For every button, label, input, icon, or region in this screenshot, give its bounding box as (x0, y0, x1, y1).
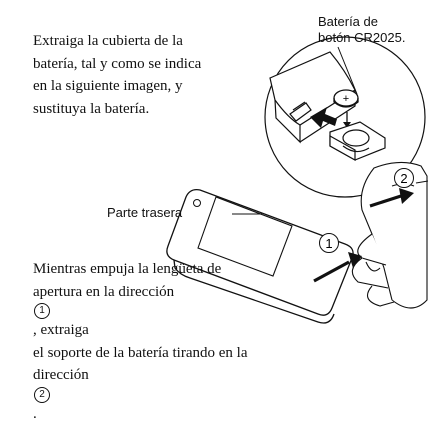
battery-callout-line (337, 46, 358, 95)
step2-marker: 2 (394, 168, 414, 188)
back-label: Parte trasera (107, 205, 183, 220)
inline-step1-marker: 1 (34, 303, 50, 319)
instructions-bottom-line-2: apertura en la dirección 1 , extraiga (33, 281, 303, 342)
battery-label-line-2: botón CR2025. (318, 30, 406, 45)
line2-text-a: apertura en la dirección (33, 283, 175, 300)
battery-down-arrow-head (343, 122, 351, 128)
battery-plus-sign: + (343, 93, 349, 105)
instructions-top-line-4: sustituya la batería. (33, 100, 150, 117)
step1-number: 1 (325, 236, 332, 251)
step1-marker: 1 (319, 233, 339, 253)
remote-back (166, 189, 354, 324)
battery-replacement-illustration: + 1 2 (166, 36, 428, 324)
line4-text-b: . (33, 405, 37, 422)
instructions-bottom-line-3: el soporte de la batería tirando en la (33, 344, 248, 361)
coin-battery-icon: + (333, 89, 359, 108)
line2-text-b: , extraiga (33, 322, 89, 338)
instructions-bottom-line-1: Mientras empuja la lengüeta de (33, 261, 222, 277)
inline-step2-marker: 2 (34, 386, 50, 403)
instructions-bottom: Mientras empuja la lengüeta de apertura … (33, 258, 303, 425)
remote-back-panel (197, 196, 293, 277)
inset-remote-corner (269, 51, 356, 144)
battery-label-line-1: Batería de (318, 14, 378, 29)
remote-back-dot (193, 199, 201, 207)
step2-pull-arrow (369, 188, 414, 208)
instructions-top: Extraiga la cubierta de la batería, tal … (33, 30, 273, 120)
step1-push-arrow (313, 252, 362, 283)
instructions-top-line-1: Extraiga la cubierta de la (33, 33, 183, 49)
tray-left-arrow (310, 107, 337, 128)
step2-number: 2 (400, 171, 407, 186)
line4-text-a: dirección (33, 367, 89, 383)
hand-outline (351, 161, 428, 309)
instructions-top-line-3: en la siguiente imagen, y (33, 78, 183, 94)
battery-label: Batería de botón CR2025. (318, 14, 405, 46)
battery-tray (329, 121, 386, 162)
instructions-top-line-2: batería, tal y como se indica (33, 55, 202, 72)
step2-leader-line (415, 180, 428, 184)
instructions-bottom-line-4: dirección 2. (33, 364, 303, 425)
